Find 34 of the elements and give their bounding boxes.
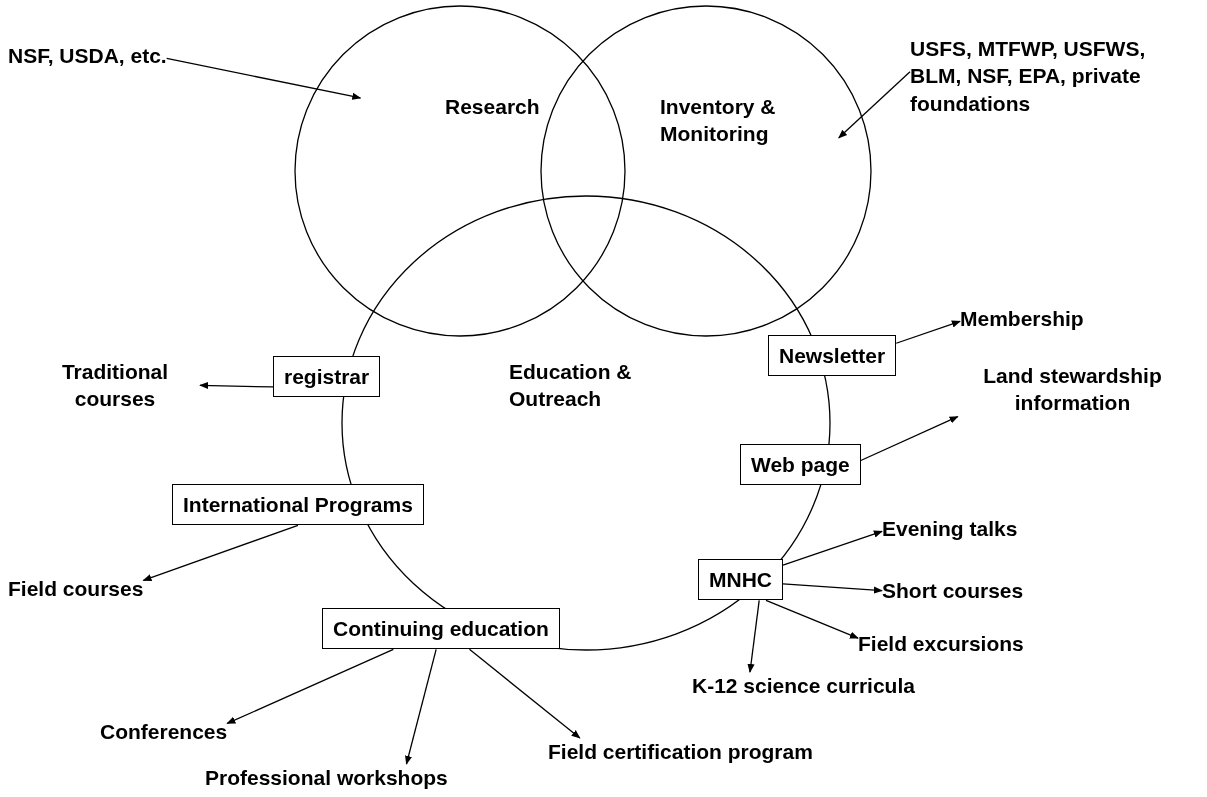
arrow: [747, 599, 760, 673]
arrow: [468, 648, 581, 739]
node-label: Field certification program: [548, 738, 813, 766]
node-label: Field excursions: [858, 630, 1024, 658]
process-box: registrar: [273, 356, 381, 398]
arrow: [782, 583, 883, 594]
process-box: International Programs: [172, 484, 424, 526]
circle-label: Research: [445, 94, 541, 120]
arrow: [838, 71, 911, 139]
circle-label: Education & Outreach: [509, 359, 633, 413]
arrow: [782, 530, 883, 566]
process-box: Web page: [740, 444, 861, 486]
node-label: Traditional courses: [30, 358, 200, 413]
arrow: [166, 57, 362, 100]
arrow: [142, 524, 299, 582]
circle-label: Inventory & Monitoring: [660, 94, 777, 148]
arrow: [765, 599, 859, 639]
node-label: USFS, MTFWP, USFWS, BLM, NSF, EPA, private foundations: [910, 35, 1195, 117]
node-label: Short courses: [882, 577, 1024, 605]
node-label: Field courses: [8, 575, 144, 603]
node-label: NSF, USDA, etc.: [8, 42, 167, 70]
node-label: Land stewardship information: [945, 362, 1200, 417]
node-label: Conferences: [100, 718, 228, 746]
node-label: Professional workshops: [205, 764, 448, 792]
node-label: Membership: [960, 305, 1084, 333]
node-label: K-12 science curricula: [692, 672, 915, 700]
arrow: [226, 648, 394, 725]
arrow: [405, 648, 437, 765]
node-label: Evening talks: [882, 515, 1018, 543]
process-box: Continuing education: [322, 608, 560, 650]
arrow: [199, 381, 274, 390]
arrow: [895, 320, 961, 344]
arrow: [860, 415, 959, 462]
process-box: Newsletter: [768, 335, 897, 377]
